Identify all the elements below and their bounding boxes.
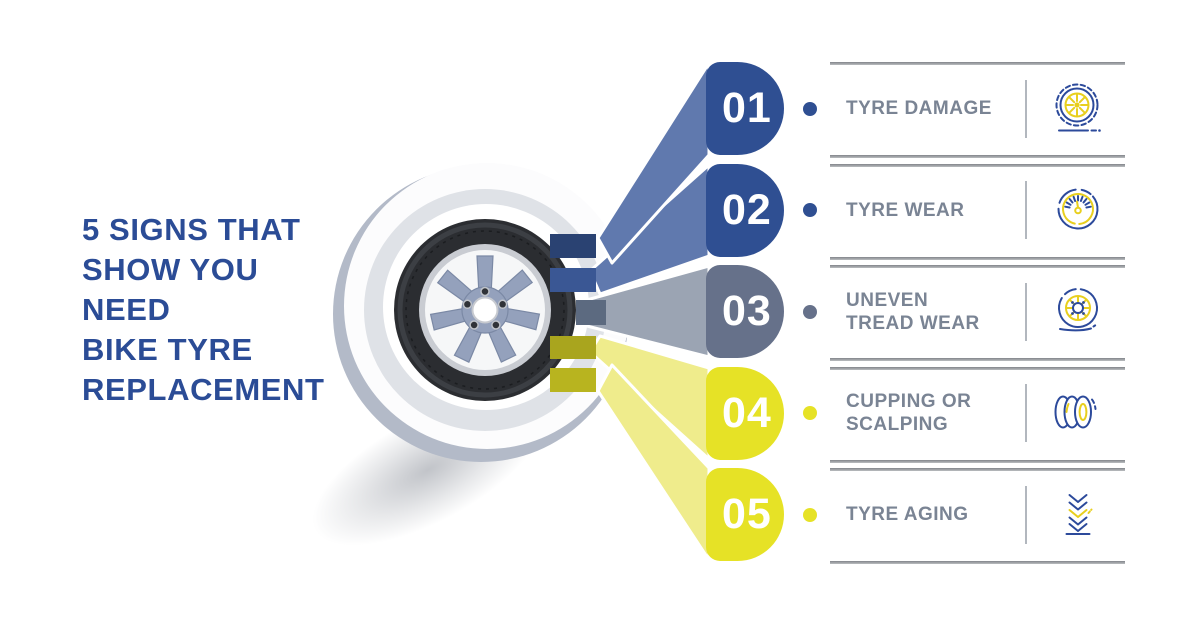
- separator-line: [830, 256, 1125, 260]
- step-number: 05: [722, 490, 772, 538]
- label-icon-divider: [1025, 181, 1027, 239]
- tyre-aging-icon: [1065, 493, 1093, 535]
- step-number: 01: [722, 84, 772, 132]
- page-title: 5 SIGNS THAT SHOW YOU NEED BIKE TYRE REP…: [82, 212, 325, 407]
- connector-funnels: [581, 61, 711, 562]
- sign-label: UNEVEN TREAD WEAR: [846, 289, 980, 334]
- label-icon-divider: [1025, 79, 1027, 138]
- sign-label: TYRE WEAR: [846, 199, 965, 221]
- bullet-dot-01: [803, 101, 817, 116]
- step-pill-02: 02: [706, 163, 784, 257]
- cupping-scalping-icon: [1054, 395, 1097, 429]
- sign-row-4: CUPPING OR SCALPING: [830, 367, 1125, 460]
- connector-tab-01: [550, 234, 596, 258]
- connector-tab-03: [576, 300, 606, 325]
- connector-tab-02: [550, 268, 596, 292]
- bullet-dot-03: [803, 304, 817, 319]
- bullet-dot-05: [803, 507, 817, 522]
- bullet-dot-02: [803, 203, 817, 217]
- tyre-damage-icon: [1055, 83, 1101, 132]
- separator-line: [830, 459, 1125, 463]
- step-pill-05: 05: [706, 468, 784, 561]
- step-number: 03: [722, 287, 772, 335]
- separator-line: [830, 265, 1125, 268]
- label-icon-divider: [1025, 485, 1027, 544]
- connector-tab-05: [550, 368, 596, 392]
- step-pill-03: 03: [706, 265, 784, 358]
- label-icon-divider: [1025, 282, 1027, 341]
- sign-label: TYRE DAMAGE: [846, 98, 992, 119]
- sign-label: CUPPING OR SCALPING: [846, 391, 972, 435]
- step-pill-01: 01: [706, 62, 784, 155]
- label-icon-divider: [1025, 384, 1027, 442]
- separator-line: [830, 358, 1125, 361]
- separator-line: [830, 155, 1125, 158]
- connector-tabs: [550, 234, 606, 392]
- sign-row-3: UNEVEN TREAD WEAR: [830, 265, 1125, 358]
- bullet-dot-04: [803, 406, 817, 420]
- step-number: 02: [722, 185, 772, 234]
- connector-tab-04: [550, 336, 596, 359]
- separator-line: [830, 366, 1125, 370]
- sign-row-1: TYRE DAMAGE: [830, 62, 1125, 155]
- tyre-wear-icon: [1057, 188, 1099, 230]
- sign-label: TYRE AGING: [846, 504, 969, 525]
- separator-line: [830, 163, 1125, 167]
- separator-line: [830, 561, 1125, 564]
- step-pill-04: 04: [706, 366, 784, 460]
- uneven-tread-wear-icon: [1058, 287, 1098, 331]
- separator-line: [830, 468, 1125, 471]
- wheel: [333, 163, 630, 462]
- sign-row-2: TYRE WEAR: [830, 164, 1125, 257]
- sign-row-5: TYRE AGING: [830, 468, 1125, 561]
- step-number: 04: [722, 388, 772, 437]
- separator-line: [830, 62, 1125, 65]
